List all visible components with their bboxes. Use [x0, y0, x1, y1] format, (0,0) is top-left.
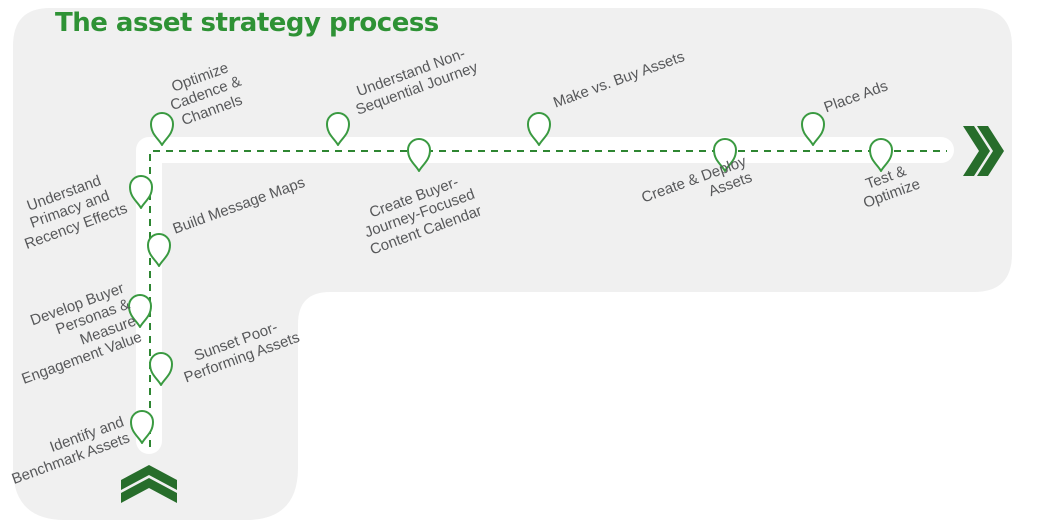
- milestone-pin-test: [869, 138, 893, 172]
- milestone-pin-optimize: [150, 112, 174, 146]
- end-chevron-icon: [963, 126, 1004, 176]
- milestone-pin-identify: [130, 410, 154, 444]
- milestone-pin-nonsequential: [326, 112, 350, 146]
- milestone-pin-primacy: [129, 175, 153, 209]
- milestone-pin-makebuy: [527, 112, 551, 146]
- start-chevron-icon: [121, 465, 177, 503]
- background-panel: [13, 8, 1012, 520]
- milestone-pin-develop: [128, 294, 152, 328]
- milestone-pin-sunset: [149, 352, 173, 386]
- milestone-pin-calendar: [407, 138, 431, 172]
- milestone-pin-deploy: [713, 138, 737, 172]
- milestone-pin-placeads: [801, 112, 825, 146]
- page-title: The asset strategy process: [55, 8, 439, 38]
- milestone-pin-build: [147, 233, 171, 267]
